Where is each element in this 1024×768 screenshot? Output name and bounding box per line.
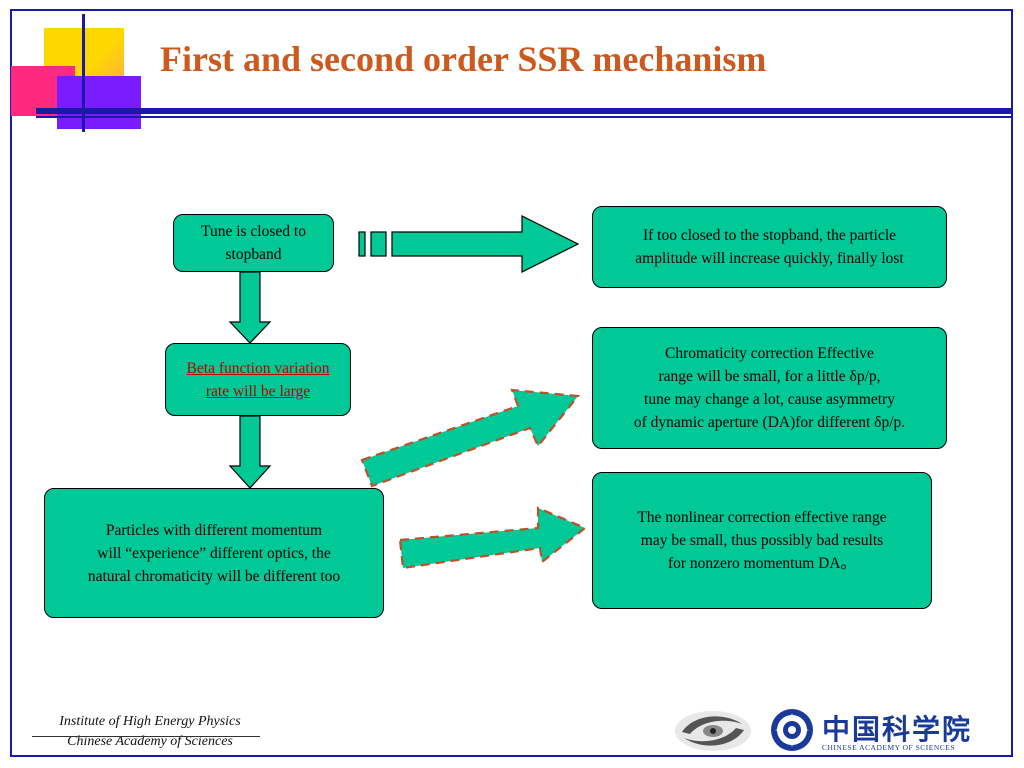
box-nonlinear-correction: The nonlinear correction effective range… xyxy=(592,472,932,609)
box-chromaticity-correction: Chromaticity correction Effective range … xyxy=(592,327,947,449)
footer-rule-left xyxy=(32,736,260,737)
decor-vertical-line xyxy=(82,14,85,132)
slide-title: First and second order SSR mechanism xyxy=(160,39,767,79)
cas-english-name: CHINESE ACADEMY OF SCIENCES xyxy=(822,743,956,752)
institute-line-1: Institute of High Energy Physics xyxy=(59,714,241,729)
institute-line-2: Chinese Academy of Sciences xyxy=(67,734,233,749)
cas-logo-icon xyxy=(771,709,813,751)
striped-right-arrow xyxy=(358,215,580,273)
footer-rule-right xyxy=(672,755,972,757)
diagonal-arrow xyxy=(360,388,581,488)
box-tune-closed: Tune is closed to stopband xyxy=(173,214,334,272)
institute-label: Institute of High Energy Physics Chinese… xyxy=(30,712,270,752)
ihep-logo-icon xyxy=(675,711,751,751)
box-too-close-stopband: If too closed to the stopband, the parti… xyxy=(592,206,947,288)
box-beta-function[interactable]: Beta function variation rate will be lar… xyxy=(165,343,351,416)
decor-purple-square xyxy=(57,76,141,129)
title-underline xyxy=(36,108,1012,114)
lower-right-arrow xyxy=(398,506,588,570)
slide-frame xyxy=(10,9,1013,757)
down-arrow-1 xyxy=(228,271,272,344)
box-particles-momentum: Particles with different momentum will “… xyxy=(44,488,384,618)
title-underline-thin xyxy=(36,116,1012,118)
down-arrow-2 xyxy=(228,415,272,489)
cas-chinese-name: 中国科学院 xyxy=(822,713,973,746)
